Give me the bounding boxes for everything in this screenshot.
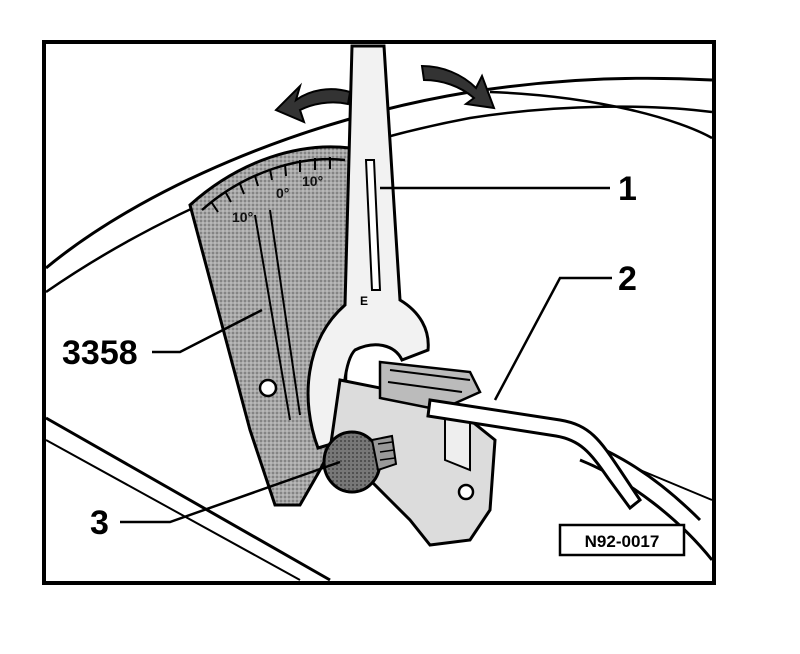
track-curve-2	[580, 460, 712, 560]
sill-line-1	[46, 418, 330, 580]
reference-number-box	[558, 523, 686, 557]
rotate-right-arrow-icon	[420, 64, 496, 110]
callout-1: 1	[618, 170, 637, 208]
knob-grip-lines	[377, 441, 396, 461]
wrench-part-1: E	[306, 44, 430, 450]
sill-line-2	[46, 440, 300, 580]
gauge-ticks	[211, 157, 331, 213]
leader-line-3358	[152, 308, 263, 354]
body-curve-inner	[46, 107, 712, 292]
callout-3358: 3358	[62, 334, 138, 372]
bracket-clamp	[378, 360, 482, 412]
knob-part-3	[322, 430, 398, 494]
bracket-clamp-lines	[387, 369, 471, 393]
rod-part-2	[426, 398, 643, 511]
track-curve-3	[640, 470, 712, 500]
wrench-slot	[364, 159, 382, 291]
callout-3: 3	[90, 504, 109, 542]
gauge-slot	[254, 209, 301, 421]
leader-line-3	[120, 460, 341, 524]
scale-mark-left: 10°	[232, 209, 253, 225]
scale-mark-right: 10°	[302, 173, 323, 189]
body-curve-outer	[46, 78, 712, 268]
bracket-hole	[457, 483, 475, 501]
wrench-handle	[306, 44, 430, 450]
callout-2: 2	[618, 260, 637, 298]
leader-line-2	[493, 276, 612, 401]
gauge-hole	[258, 378, 278, 398]
rotate-left-arrow-icon	[274, 82, 352, 124]
reference-number: N92-0017	[585, 532, 660, 551]
wrench-mark: E	[360, 294, 368, 308]
scale-mark-center: 0°	[276, 185, 289, 201]
knob-threads	[370, 434, 398, 472]
body-curve-right	[490, 92, 712, 138]
